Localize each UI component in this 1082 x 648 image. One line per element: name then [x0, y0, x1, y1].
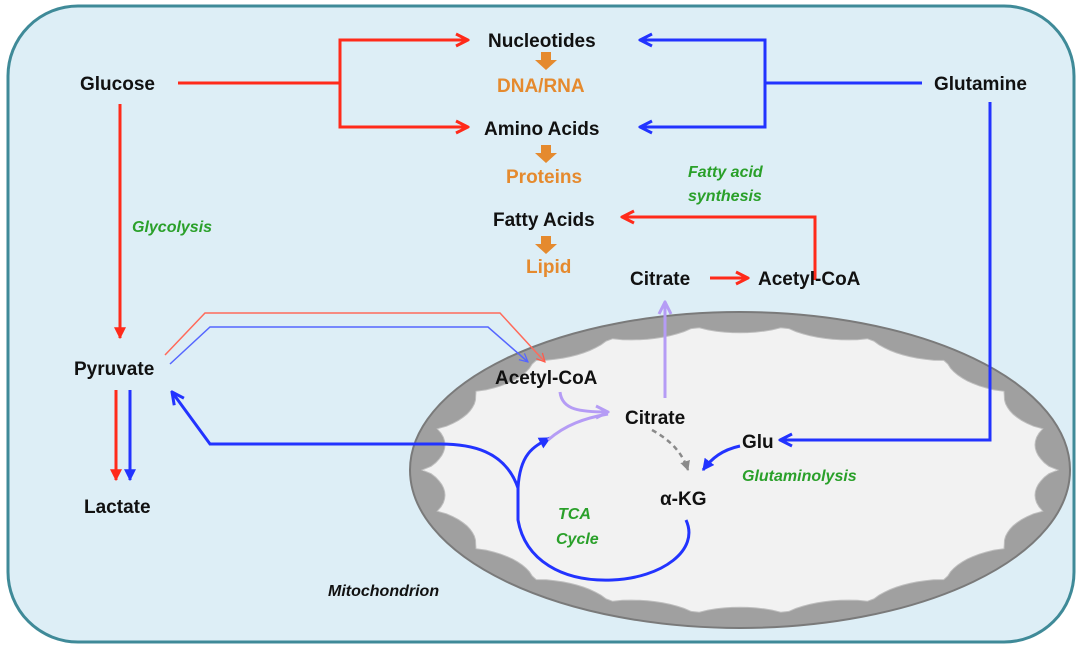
amino-acids-to-proteins-arrow	[535, 145, 557, 163]
dna-rna-label: DNA/RNA	[497, 76, 585, 97]
proteins-label: Proteins	[506, 167, 582, 188]
tca-label-line2: Cycle	[556, 531, 599, 548]
tca-internal-fluxes	[547, 302, 665, 442]
acetyl-coa-cytosol-label: Acetyl-CoA	[758, 269, 861, 290]
citrate-mito-label: Citrate	[625, 408, 685, 429]
amino-acids-label: Amino Acids	[484, 119, 599, 140]
mitochondrion-inner	[420, 327, 1060, 613]
mitochondrion-label: Mitochondrion	[328, 583, 439, 600]
fatty-acids-to-lipid-arrow	[535, 236, 557, 254]
glucose-label: Glucose	[80, 74, 155, 95]
product-arrows	[535, 52, 557, 254]
glucose-fluxes	[110, 40, 817, 482]
fatty-acids-label: Fatty Acids	[493, 210, 595, 231]
fatty-acid-synthesis-label-line2: synthesis	[688, 188, 762, 205]
glycolysis-label: Glycolysis	[132, 219, 212, 236]
citrate-to-akg-arrow	[651, 428, 690, 471]
pyruvate-transport-red	[164, 312, 545, 362]
tca-label-line1: TCA	[558, 506, 591, 523]
lactate-label: Lactate	[84, 497, 151, 518]
acetyl-coa-mito-label: Acetyl-CoA	[495, 368, 598, 389]
lipid-label: Lipid	[526, 257, 571, 278]
glu-label: Glu	[742, 432, 774, 453]
pyruvate-transport-blue	[169, 326, 528, 365]
nucleotides-label: Nucleotides	[488, 31, 596, 52]
citrate-cytosol-label: Citrate	[630, 269, 690, 290]
glutaminolysis-label: Glutaminolysis	[742, 468, 857, 485]
fatty-acid-synthesis-label-line1: Fatty acid	[688, 164, 764, 181]
glutamine-fluxes	[124, 40, 992, 582]
pyruvate-label: Pyruvate	[74, 359, 154, 380]
nucleotides-to-dna-arrow	[535, 52, 557, 70]
glutamine-label: Glutamine	[934, 74, 1027, 95]
alpha-kg-label: α-KG	[660, 489, 707, 510]
